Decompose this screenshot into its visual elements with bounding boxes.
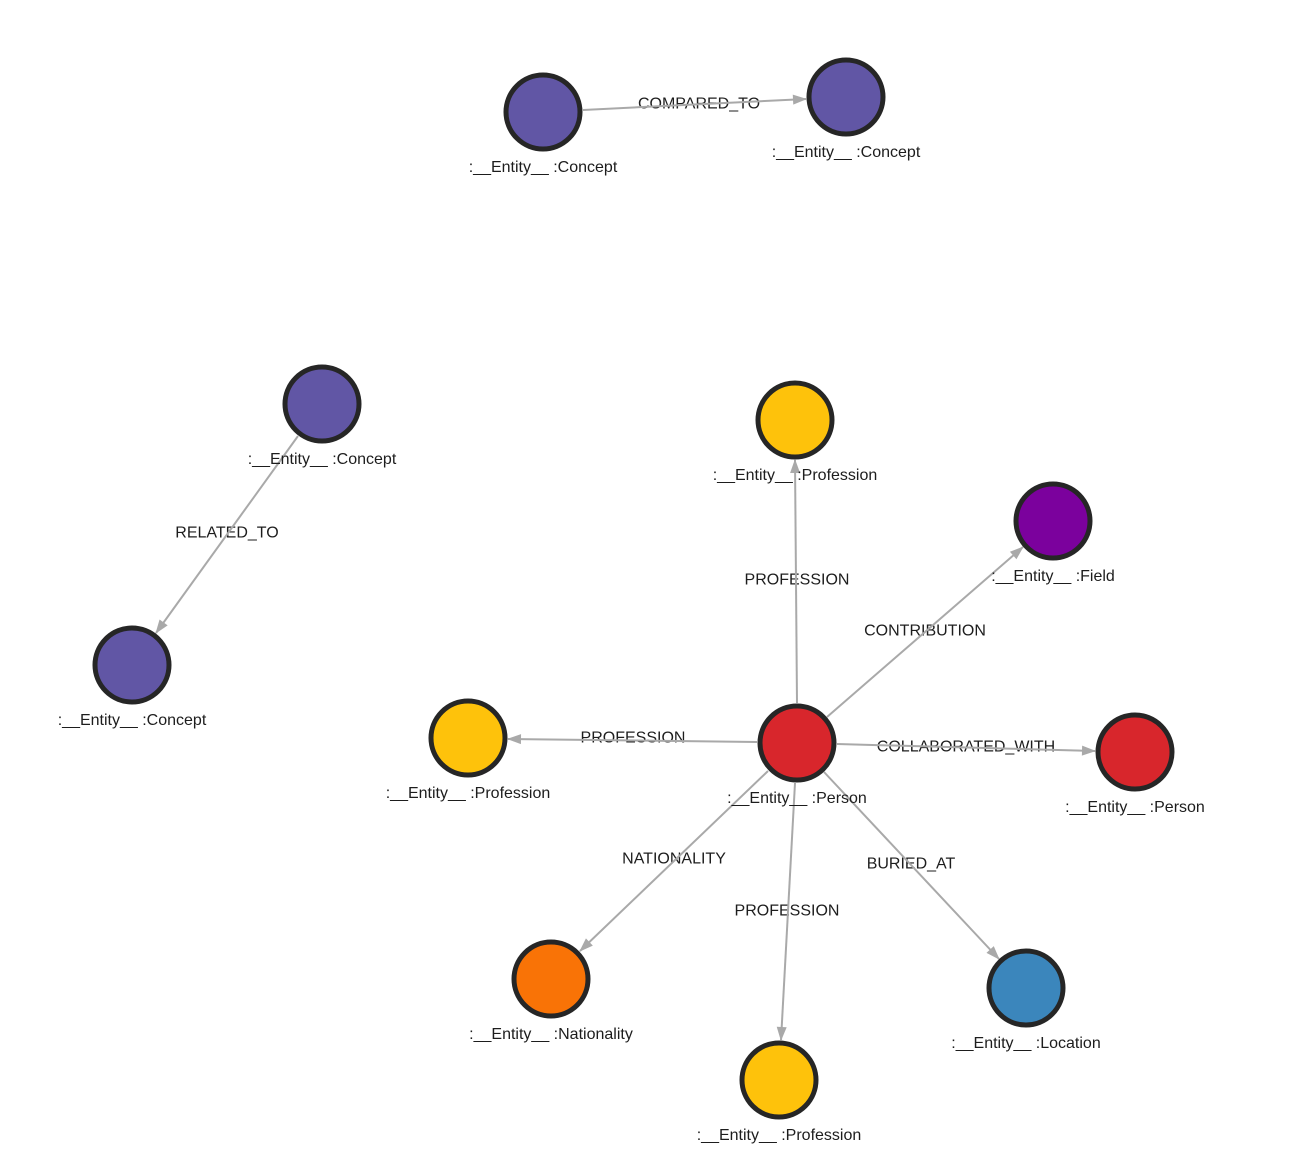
nodes <box>92 57 1175 1120</box>
node-captions: :__Entity__ :Concept :__Entity__ :Concep… <box>58 144 1205 1144</box>
node-person-center[interactable] <box>757 703 837 783</box>
node-caption-profession-top: :__Entity__ :Profession <box>713 467 878 484</box>
node-caption-concept-1: :__Entity__ :Concept <box>469 159 618 176</box>
edge-label-profession-up[interactable]: PROFESSION <box>745 572 850 589</box>
node-concept-4[interactable] <box>92 625 172 705</box>
node-concept-1[interactable] <box>503 72 583 152</box>
edge-label-profession-left[interactable]: PROFESSION <box>581 730 686 747</box>
node-person-right[interactable] <box>1095 712 1175 792</box>
node-nationality[interactable] <box>511 939 591 1019</box>
node-caption-nationality: :__Entity__ :Nationality <box>469 1026 633 1043</box>
node-profession-left[interactable] <box>428 698 508 778</box>
edge-label-profession-down[interactable]: PROFESSION <box>735 903 840 920</box>
node-caption-profession-left: :__Entity__ :Profession <box>386 785 551 802</box>
edge-profession-up[interactable] <box>790 459 801 704</box>
edge-nationality[interactable] <box>579 770 769 952</box>
edge-related-to[interactable] <box>155 435 299 634</box>
edge-contribution[interactable] <box>826 546 1024 718</box>
edge-profession-left[interactable] <box>507 734 758 745</box>
node-caption-concept-3: :__Entity__ :Concept <box>248 451 397 468</box>
edge-lines <box>155 94 1096 1041</box>
edge-buried-at[interactable] <box>823 771 1000 960</box>
node-caption-profession-bottom: :__Entity__ :Profession <box>697 1127 862 1144</box>
edge-label-nationality[interactable]: NATIONALITY <box>622 851 726 868</box>
node-field[interactable] <box>1013 481 1093 561</box>
node-caption-concept-2: :__Entity__ :Concept <box>772 144 921 161</box>
node-profession-bottom[interactable] <box>739 1040 819 1120</box>
node-concept-2[interactable] <box>806 57 886 137</box>
edge-compared-to[interactable] <box>582 94 807 111</box>
edge-collaborated-with[interactable] <box>836 743 1096 756</box>
node-caption-concept-4: :__Entity__ :Concept <box>58 712 207 729</box>
node-caption-field: :__Entity__ :Field <box>991 568 1115 585</box>
node-caption-person-center: :__Entity__ :Person <box>727 790 867 807</box>
node-caption-location: :__Entity__ :Location <box>951 1035 1100 1052</box>
node-profession-top[interactable] <box>755 380 835 460</box>
edge-profession-down[interactable] <box>776 782 796 1041</box>
node-caption-person-right: :__Entity__ :Person <box>1065 799 1205 816</box>
node-location[interactable] <box>986 948 1066 1028</box>
edge-captions: COMPARED_TO RELATED_TO PROFESSION CONTRI… <box>175 96 1055 920</box>
node-concept-3[interactable] <box>282 364 362 444</box>
